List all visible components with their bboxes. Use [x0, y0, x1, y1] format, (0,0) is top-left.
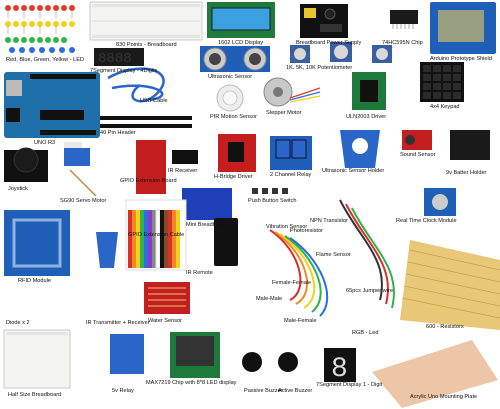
label-npn: NPN Transistor: [310, 218, 348, 224]
label-usb-cable: USB Cable: [140, 98, 168, 104]
resistor-bundle: [400, 240, 500, 330]
label-gpio-cable: GPIO Extension Cable: [128, 232, 185, 238]
arduino-uno: [4, 72, 100, 138]
ir-receiver: [172, 150, 198, 164]
label-pir: PIR Motion Sensor: [210, 114, 257, 120]
label-keypad: 4x4 Keypad: [430, 104, 460, 110]
keypad-4x4: [420, 62, 464, 102]
label-ir-tx-rx: IR Transmitter + Receiver: [86, 320, 150, 326]
led-cluster: [5, 5, 75, 53]
svg-text:8888: 8888: [98, 51, 132, 67]
rfid-module: [4, 210, 70, 276]
servo-sg90: [64, 142, 97, 197]
usb-cable: [107, 67, 165, 103]
chip-74hc595: [390, 10, 418, 29]
max7219-led-matrix: [170, 332, 220, 378]
label-ultrasonic: Ultrasonic Sensor: [208, 74, 253, 80]
label-breadboard-830: 830 Points - Breadboard: [116, 42, 177, 48]
relay-2-channel: [270, 136, 312, 170]
label-proto-shield: Arduino Prototype Shield: [430, 56, 492, 62]
label-water-sensor: Water Sensor: [148, 318, 182, 324]
label-push-button: Push Button Switch: [248, 198, 297, 204]
seven-segment-1digit: 8: [324, 348, 356, 385]
label-hbridge: H-Bridge Driver: [214, 174, 253, 180]
label-sound-sensor: Sound Sensor: [400, 152, 436, 158]
label-7seg-1: 7Segment Display 1 - Digit: [316, 382, 383, 388]
label-vibration: Vibration Sensor: [266, 224, 308, 230]
label-potentiometer: 1K, 5K, 10K Potentiometer: [286, 65, 353, 71]
label-breadboard-power: Breadboard Power Supply: [296, 40, 362, 46]
breadboard-power-supply: [300, 4, 348, 38]
seven-segment-4digit: 8888: [94, 48, 144, 67]
battery-holder-9v: [450, 130, 490, 160]
acrylic-mounting-plate: [372, 340, 498, 408]
label-photoresistor: Photoresistor: [290, 228, 323, 234]
label-diode: Diode x 2: [6, 320, 30, 326]
label-74hc595: 74HC595N Chip: [382, 40, 423, 46]
label-lcd: 1602 LCD Display: [218, 40, 264, 46]
label-relay-5v: 5v Relay: [112, 388, 134, 394]
label-acrylic: Acrylic Uno Mounting Plate: [410, 394, 478, 400]
label-mini-breadboard: Mini Breadboard: [186, 222, 228, 228]
label-stepper: Stepper Motor: [266, 110, 302, 116]
ultrasonic-sensor: [200, 46, 270, 72]
label-jumper: 65pcs Jumper wire: [346, 288, 393, 294]
label-7seg-4: 7Segment Display - 4Digits: [90, 68, 158, 74]
joystick: [4, 147, 48, 182]
buzzers: [242, 352, 298, 372]
label-rgb-led: RGB - Led: [352, 330, 379, 336]
label-battery-holder: 9v Batter Holder: [446, 170, 487, 176]
push-buttons: [252, 188, 288, 194]
pir-sensor: [216, 84, 244, 112]
label-uno: UNO R3: [34, 140, 56, 146]
label-active-buzzer: Active Buzzer: [278, 388, 313, 394]
prototype-shield: [430, 2, 496, 54]
breadboard-830: [89, 1, 203, 41]
label-half-breadboard: Half Size Breadboard: [8, 392, 62, 398]
rainbow-gpio-cable: [125, 199, 187, 271]
label-header-40: 40 Pin Header: [100, 130, 136, 136]
label-rfid: RFID Module: [18, 278, 51, 284]
label-ir-remote: IR Remote: [186, 270, 213, 276]
label-joystick: Joystick: [8, 186, 28, 192]
jumper-wires: [269, 199, 395, 317]
potentiometers: [290, 42, 392, 63]
label-servo: SG90 Servo Motor: [60, 198, 107, 204]
label-passive-buzzer: Passive Buzzer: [244, 388, 283, 394]
ir-remote: [214, 218, 238, 266]
label-female-female: Female-Female: [272, 280, 312, 286]
half-breadboard: [3, 329, 71, 389]
label-flame: Flame Sensor: [316, 252, 351, 258]
svg-text:8: 8: [331, 354, 348, 385]
relay-5v: [110, 334, 144, 374]
label-male-female: Male-Female: [284, 318, 317, 324]
label-ultrasonic-holder: Ultrasonic Sensor Holder: [322, 168, 385, 174]
pin-header-40: [100, 116, 192, 128]
sound-sensor: [402, 130, 432, 150]
uln2003-driver: [352, 72, 386, 110]
ultrasonic-holder: [340, 130, 380, 168]
lcd-1602: [207, 2, 275, 38]
stepper-motor: [263, 77, 321, 107]
h-bridge-driver: [218, 134, 256, 172]
label-ir-receiver: IR Receiver: [168, 168, 198, 174]
rtc-module: [424, 188, 456, 216]
label-rtc: Real Time Clock Module: [396, 218, 457, 224]
label-relay-2ch: 2 Channel Relay: [270, 172, 312, 178]
water-sensor: [144, 282, 190, 314]
rfid-keyfob: [96, 232, 118, 268]
label-leds: Red, Blue, Green, Yellow - LED: [6, 57, 85, 63]
label-gpio-board: GPIO Extension Board: [120, 178, 177, 184]
gpio-extension-board: [136, 140, 166, 194]
label-uln2003: ULN2003 Driver: [346, 114, 387, 120]
mini-breadboard: [182, 188, 232, 220]
label-resistors: 600 - Resistors: [426, 324, 464, 330]
label-male-male: Male-Male: [256, 296, 283, 302]
label-max7219: MAX7219 Chip with 8*8 LED display: [146, 380, 237, 386]
